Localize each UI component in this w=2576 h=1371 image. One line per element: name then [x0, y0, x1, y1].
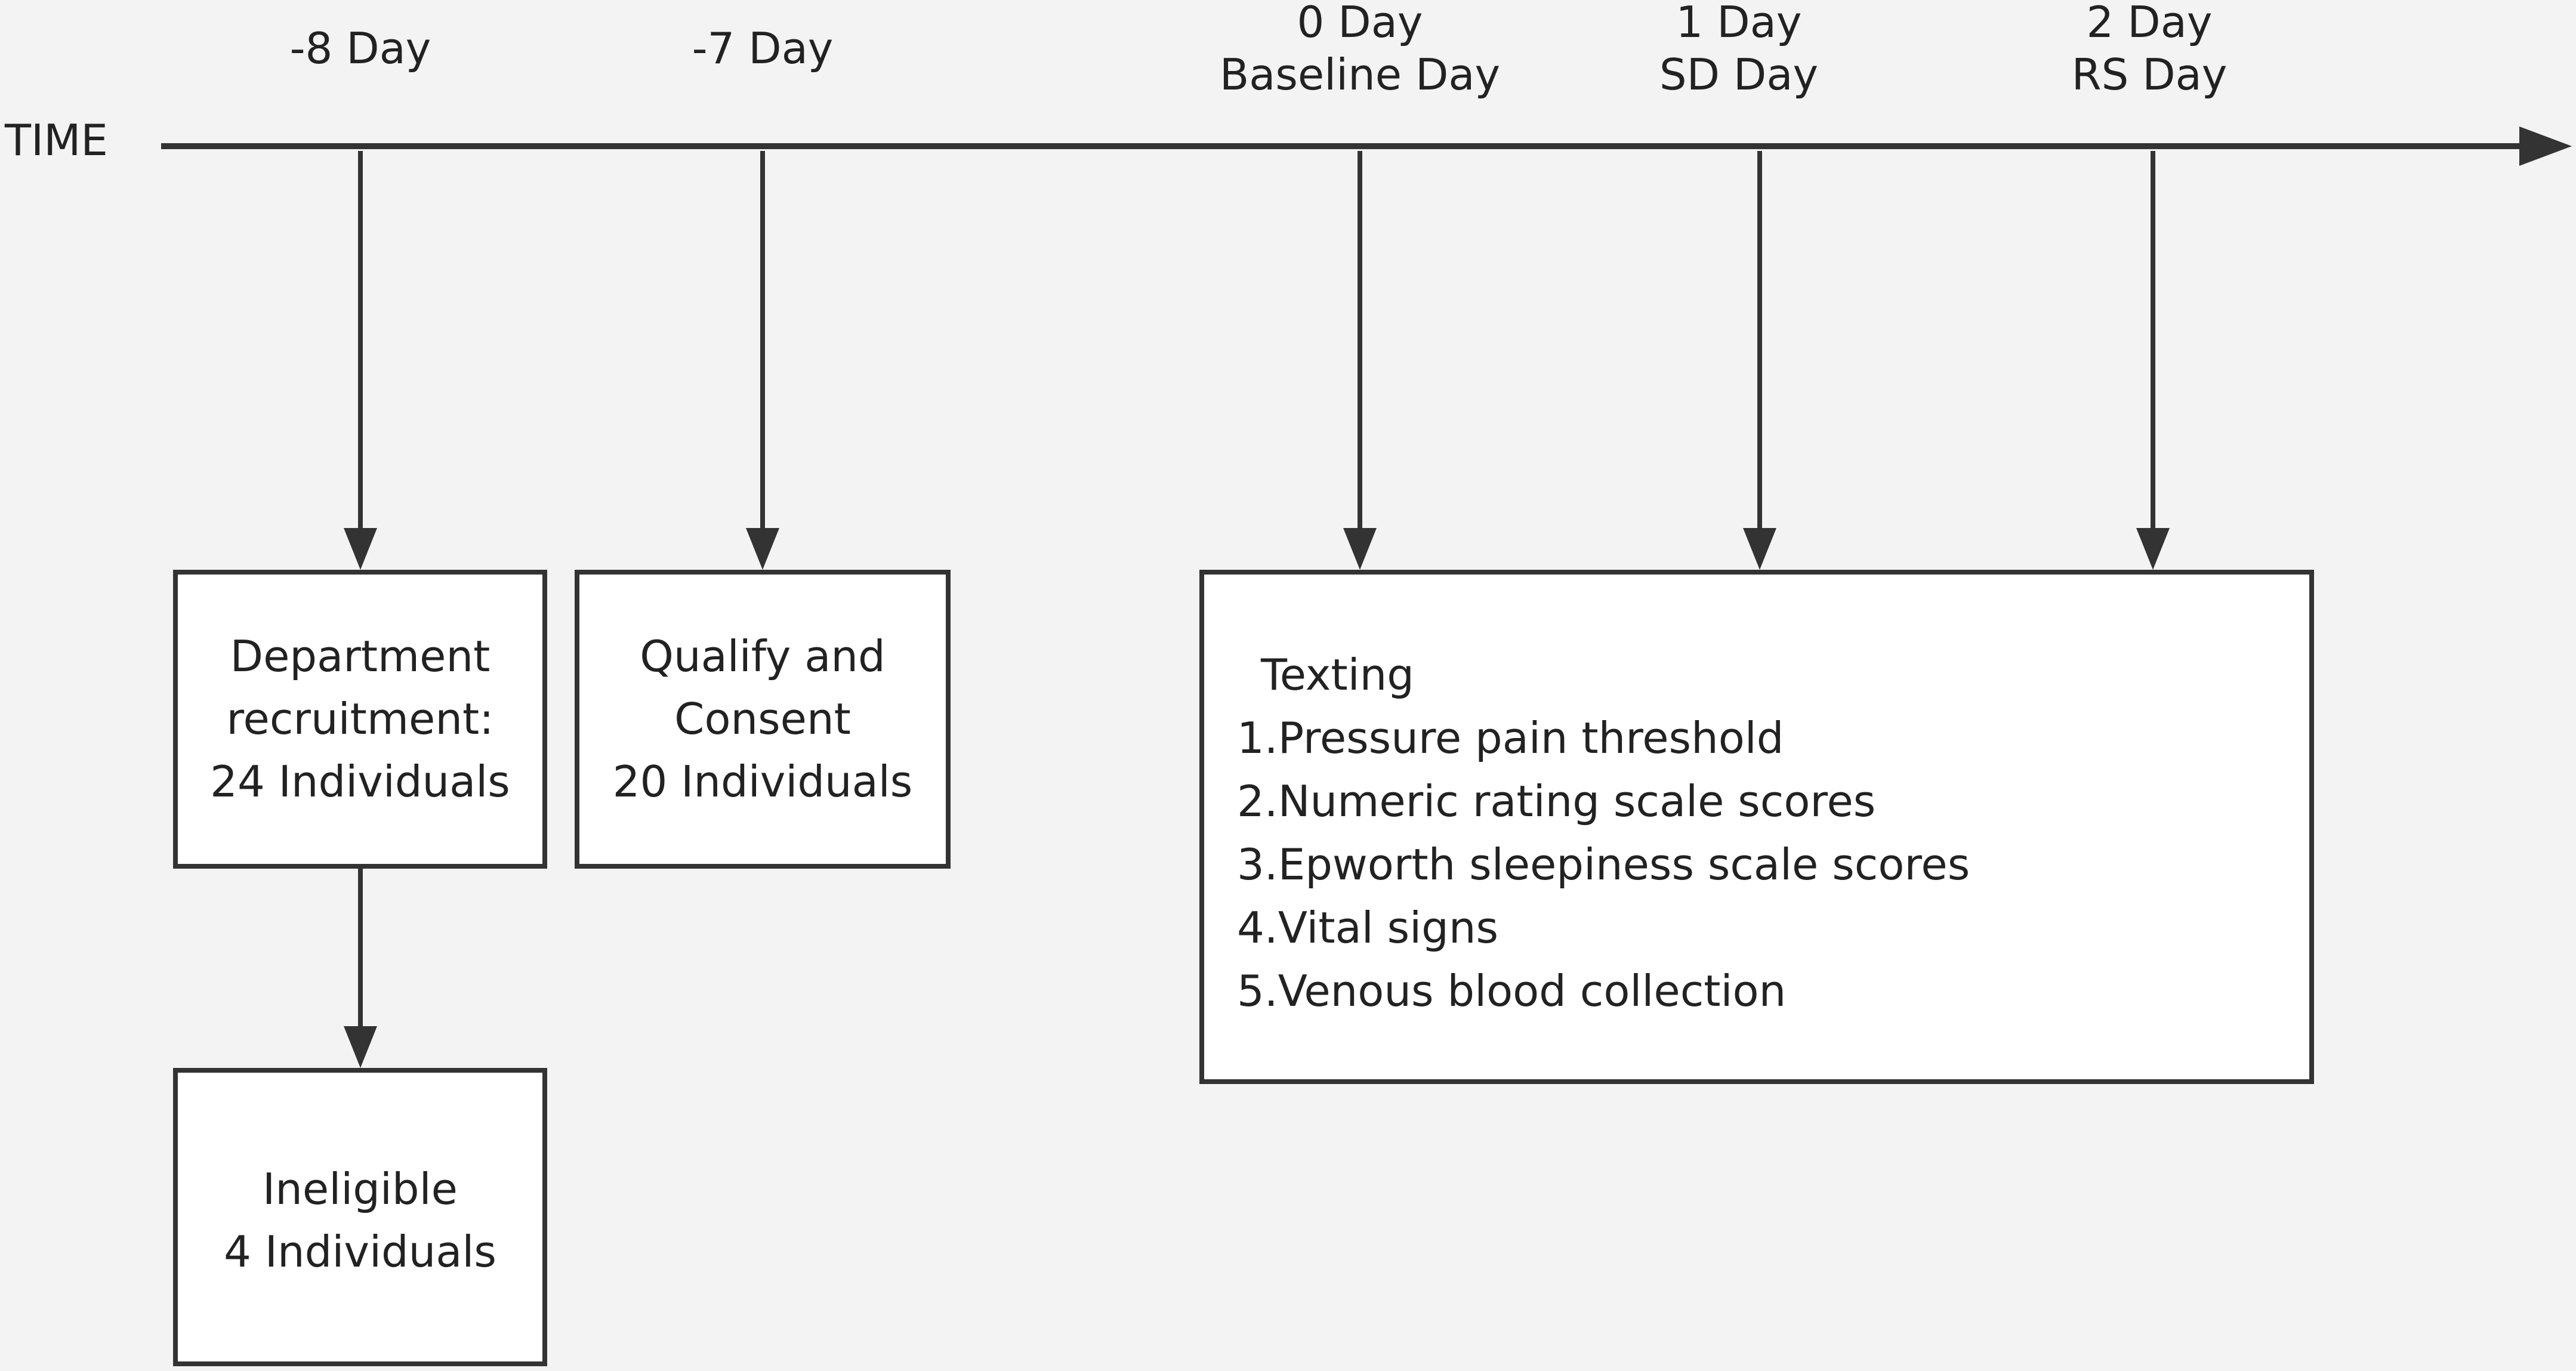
consent-count: 20 Individuals	[612, 756, 913, 807]
recruitment-box-text: Department recruitment: 24 Individuals	[178, 625, 542, 813]
recruitment-count: 24 Individuals	[210, 756, 510, 807]
ineligible-box: Ineligible 4 Individuals	[173, 1068, 547, 1366]
testing-title: Texting	[1261, 650, 1414, 700]
time-axis-arrowhead	[2519, 126, 2572, 166]
ineligible-count: 4 Individuals	[224, 1227, 496, 1277]
arrowhead-day-minus-7	[746, 528, 779, 570]
consent-line-1: Qualify and	[640, 631, 886, 681]
recruitment-line-1: Department	[230, 631, 490, 681]
time-axis-label: TIME	[5, 115, 108, 165]
arrowhead-day-minus-8	[344, 528, 377, 570]
marker-day-2-name: RS Day	[2071, 49, 2228, 100]
testing-item-4: 4.Vital signs	[1237, 903, 1498, 953]
marker-day-1-day: 1 Day	[1676, 0, 1802, 47]
marker-day-0-name: Baseline Day	[1219, 49, 1501, 100]
recruitment-box: Department recruitment: 24 Individuals	[173, 570, 547, 869]
marker-day-minus-8: -8 Day	[290, 23, 431, 75]
testing-item-5: 5.Venous blood collection	[1237, 966, 1787, 1016]
marker-day-2: 2 Day RS Day	[2072, 0, 2228, 101]
marker-day-1: 1 Day SD Day	[1659, 0, 1818, 101]
recruitment-line-2: recruitment:	[226, 694, 494, 744]
consent-box-text: Qualify and Consent 20 Individuals	[579, 625, 946, 813]
testing-item-3: 3.Epworth sleepiness scale scores	[1237, 839, 1970, 890]
arrowhead-day-1	[1743, 528, 1776, 570]
consent-box: Qualify and Consent 20 Individuals	[575, 570, 951, 869]
marker-day-0: 0 Day Baseline Day	[1220, 0, 1500, 101]
testing-item-1: 1.Pressure pain threshold	[1237, 713, 1784, 763]
marker-day-1-name: SD Day	[1659, 49, 1819, 100]
ineligible-box-text: Ineligible 4 Individuals	[178, 1158, 542, 1283]
marker-day-0-day: 0 Day	[1297, 0, 1423, 47]
arrowhead-day-2	[2136, 528, 2170, 570]
testing-box-content: Texting 1.Pressure pain threshold 2.Nume…	[1237, 643, 1970, 1023]
marker-day-minus-7-day: -7 Day	[692, 23, 834, 73]
marker-day-2-day: 2 Day	[2086, 0, 2213, 47]
consent-line-2: Consent	[674, 694, 851, 744]
ineligible-line-1: Ineligible	[263, 1164, 458, 1214]
testing-box: Texting 1.Pressure pain threshold 2.Nume…	[1199, 570, 2314, 1084]
marker-day-minus-8-day: -8 Day	[289, 23, 431, 73]
testing-item-2: 2.Numeric rating scale scores	[1237, 776, 1876, 826]
arrowhead-day-0	[1343, 528, 1377, 570]
arrowhead-recruitment-to-ineligible	[344, 1026, 377, 1068]
marker-day-minus-7: -7 Day	[692, 23, 834, 75]
